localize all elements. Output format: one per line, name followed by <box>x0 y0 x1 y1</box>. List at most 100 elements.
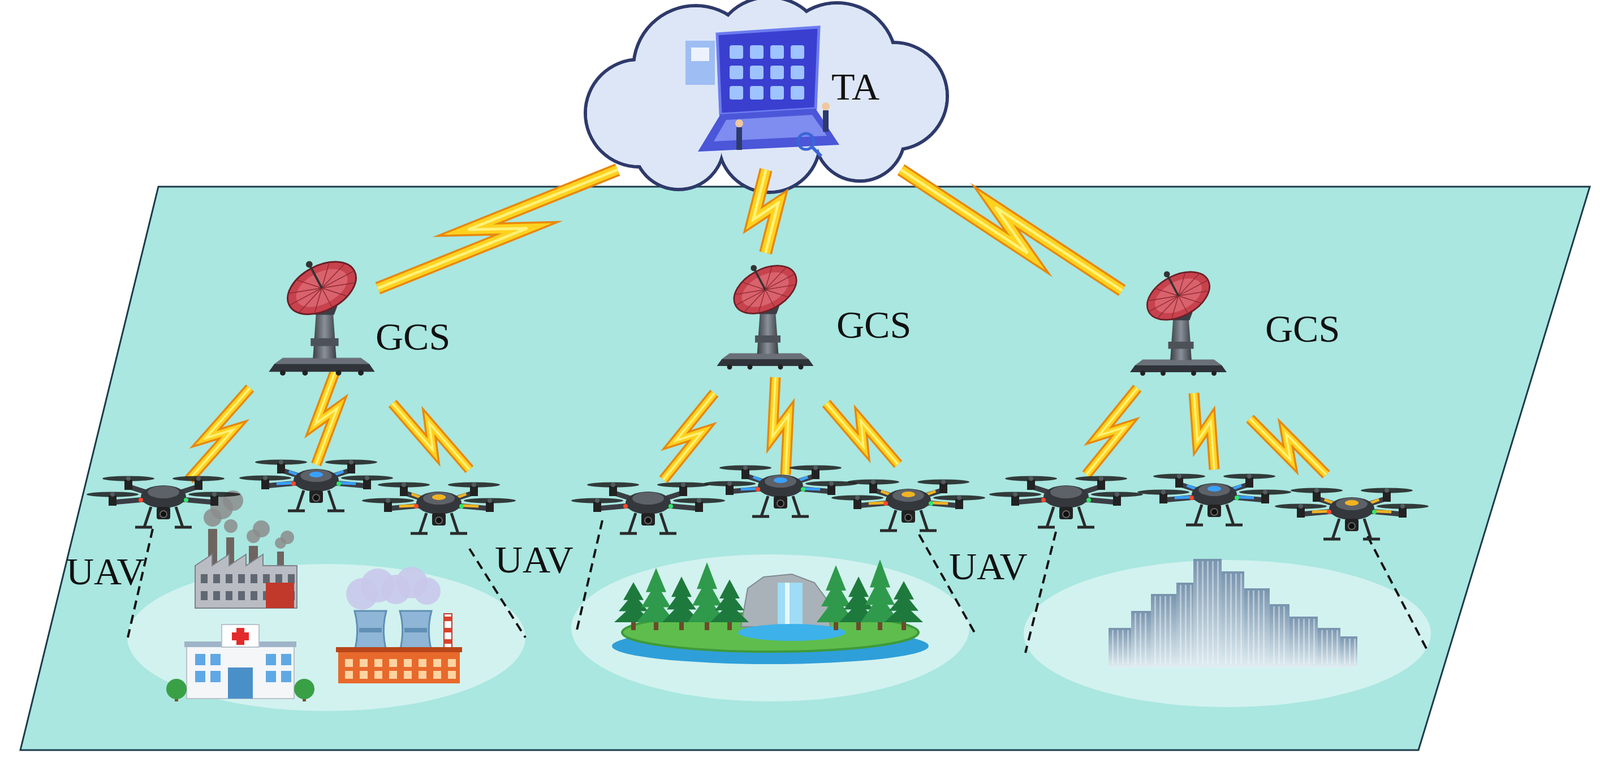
satellite-dish-part <box>312 310 336 359</box>
laptop-icon-part <box>729 85 744 100</box>
uav-drone-part <box>1326 509 1332 515</box>
uav-drone-part <box>1323 518 1380 539</box>
satellite-dish-part <box>717 358 814 366</box>
city-icon-part <box>1313 618 1315 664</box>
laptop-icon-part <box>790 45 805 59</box>
uav-drone-part <box>587 482 640 488</box>
satellite-dish-part <box>1170 316 1192 360</box>
hospital-icon-part <box>210 653 221 666</box>
laptop-icon-part <box>749 45 764 59</box>
uav-drone-part <box>869 482 878 494</box>
power-plant-icon-part <box>413 577 441 605</box>
uav-drone-part <box>291 481 296 486</box>
uav-drone-part <box>1335 497 1368 511</box>
node-label: GCS <box>836 305 912 344</box>
city-icon-part <box>1108 627 1132 668</box>
factory-icon-part <box>280 530 295 545</box>
uav-drone-part <box>1028 476 1034 481</box>
satellite-dish-part-part <box>765 276 795 299</box>
factory-icon-part <box>195 554 297 608</box>
uav-drone-part <box>1372 509 1377 515</box>
bolt-outline <box>1249 418 1327 475</box>
uav-drone-part <box>885 488 931 512</box>
city-icon-part <box>1289 616 1318 668</box>
uav-drone <box>1137 473 1292 526</box>
laptop-icon-part <box>790 65 805 80</box>
satellite-dish-part <box>727 364 733 370</box>
uav-drone-part <box>1041 497 1046 503</box>
uav-drone-part <box>928 501 934 506</box>
uav-drone-part <box>432 494 446 500</box>
forest-waterfall-icon-part <box>877 620 883 631</box>
city-icon-part <box>1196 561 1199 664</box>
satellite-dish-part-part <box>316 264 349 288</box>
coverage-area <box>127 563 526 711</box>
forest-waterfall-icon-part <box>869 559 891 588</box>
uav-drone-part <box>743 465 748 470</box>
uav-drone-part <box>680 482 686 487</box>
satellite-dish-part-part <box>1162 270 1172 279</box>
uav-drone-part <box>813 465 818 470</box>
uav-drone-part <box>447 482 500 488</box>
uav-drone-part <box>773 477 788 483</box>
forest-waterfall-icon-part <box>833 620 839 631</box>
hospital-icon-part <box>166 678 187 700</box>
city-icon-part <box>1164 596 1167 664</box>
wireless-link <box>1086 387 1138 475</box>
city-icon-part <box>1283 606 1285 664</box>
uav-drone-part <box>1312 491 1321 502</box>
hospital-icon-part <box>265 670 276 683</box>
hospital-icon-part <box>281 653 292 666</box>
factory-icon-part <box>262 574 270 584</box>
satellite-dish-part-part <box>309 265 322 288</box>
satellite-dish-part <box>757 309 779 354</box>
hospital-icon-part <box>221 624 260 648</box>
uav-drone <box>239 459 394 512</box>
city-icon-part <box>1201 561 1204 664</box>
uav-drone-part <box>1050 485 1082 499</box>
satellite-dish-part-part <box>321 287 332 307</box>
uav-drone-part <box>773 496 788 509</box>
city-icon-part <box>1159 596 1162 664</box>
bolt-highlight <box>188 387 250 480</box>
uav-drone-part <box>339 482 357 484</box>
city-icon-part <box>1212 561 1214 664</box>
city-icon-part <box>1326 630 1328 664</box>
coverage-line <box>127 528 153 638</box>
uav-drone-part <box>1059 506 1073 520</box>
uav-drone-part <box>594 498 600 503</box>
uav-drone-part <box>1161 489 1166 495</box>
hospital-icon-part <box>227 667 253 699</box>
satellite-dish-part <box>778 364 784 370</box>
coverage-line <box>576 520 603 633</box>
power-plant-icon-part <box>443 639 452 644</box>
power-plant-icon-part <box>403 658 412 667</box>
uav-drone-part <box>1075 476 1128 482</box>
uav-drone-part <box>1198 483 1231 497</box>
power-plant-icon-part <box>389 658 398 667</box>
forest-waterfall-icon-part <box>704 620 710 631</box>
uav-drone-part <box>1097 479 1106 490</box>
uav-drone-part <box>619 512 677 534</box>
city-icon-part <box>1292 618 1295 664</box>
satellite-dish-part <box>755 335 781 343</box>
hospital-icon-part <box>231 632 249 641</box>
uav-drone-part <box>1043 485 1089 508</box>
satellite-dish-part <box>1140 370 1146 376</box>
uav-drone-part <box>1262 489 1268 495</box>
uav-drone-part <box>571 498 624 504</box>
wireless-link <box>753 169 779 253</box>
satellite-dish-part-part <box>289 261 354 316</box>
bolt-body <box>315 367 338 465</box>
city-icon-part <box>1321 630 1323 664</box>
forest-waterfall-icon-part <box>653 620 659 631</box>
power-plant-icon-part <box>344 670 353 679</box>
forest-waterfall-icon-part <box>671 576 692 597</box>
uav-drone-part <box>1176 473 1182 479</box>
uav-drone-part <box>1296 507 1305 518</box>
city-icon-part <box>1169 596 1172 664</box>
uav-label: UAV <box>66 551 145 591</box>
uav-drone-part <box>610 482 616 487</box>
wireless-link <box>663 393 715 480</box>
coverage-area <box>571 554 970 702</box>
